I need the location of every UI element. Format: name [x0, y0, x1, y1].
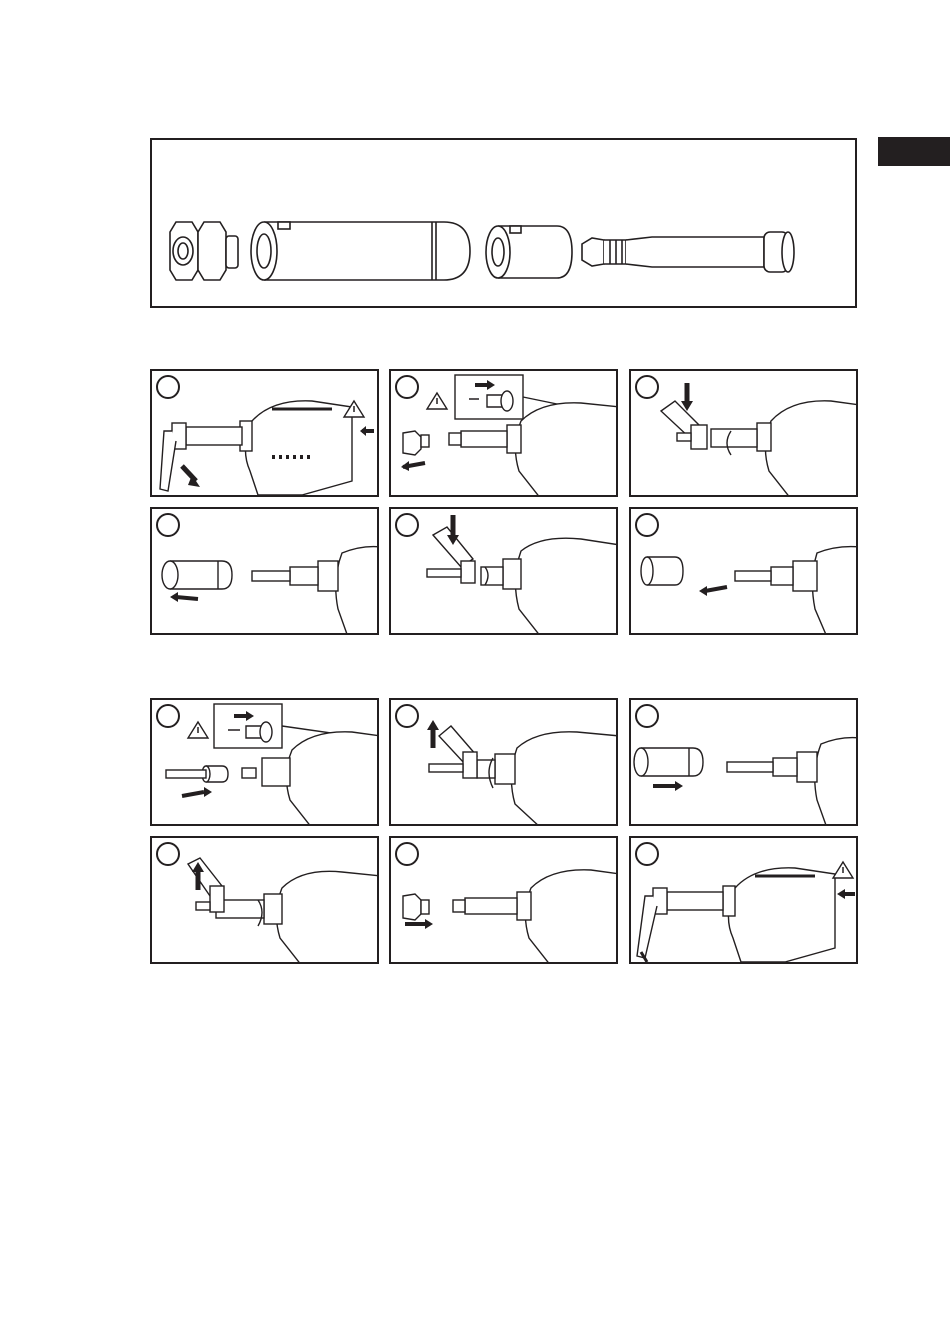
disassembly-step-2-illustration	[391, 371, 618, 497]
mandrel-part	[582, 232, 794, 272]
step-number-circle	[635, 375, 659, 399]
step-number-circle	[156, 842, 180, 866]
short-sleeve-part	[486, 226, 572, 278]
disassembly-step-6-illustration	[631, 509, 858, 635]
disassembly-step-1-illustration	[152, 371, 379, 497]
disassembly-step-3-panel	[629, 369, 858, 497]
assembly-step-5-illustration	[391, 838, 618, 964]
language-tab-marker	[878, 137, 950, 166]
assembly-step-5-panel	[389, 836, 618, 964]
step-number-circle	[395, 842, 419, 866]
step-number-circle	[635, 513, 659, 537]
step-number-circle	[395, 704, 419, 728]
assembly-step-1-panel	[150, 698, 379, 826]
warning-triangle-icon	[427, 393, 447, 409]
long-sleeve-part	[251, 222, 470, 280]
step-number-circle	[635, 704, 659, 728]
step-number-circle	[395, 375, 419, 399]
step-number-circle	[635, 842, 659, 866]
disassembly-step-6-panel	[629, 507, 858, 635]
warning-triangle-icon	[188, 722, 208, 738]
disassembly-step-5-panel	[389, 507, 618, 635]
assembly-step-2-panel	[389, 698, 618, 826]
assembly-step-2-illustration	[391, 700, 618, 826]
step-number-circle	[156, 375, 180, 399]
disassembly-step-1-panel	[150, 369, 379, 497]
disassembly-step-2-panel	[389, 369, 618, 497]
arrow-icon	[176, 597, 198, 599]
assembly-step-4-illustration	[152, 838, 379, 964]
disassembly-step-3-illustration	[631, 371, 858, 497]
disassembly-step-5-illustration	[391, 509, 618, 635]
disassembly-step-4-panel	[150, 507, 379, 635]
assembly-step-6-panel	[629, 836, 858, 964]
arrow-icon	[705, 587, 727, 591]
parts-overview-frame	[150, 138, 857, 308]
step-number-circle	[156, 513, 180, 537]
step-number-circle	[156, 704, 180, 728]
assembly-step-4-panel	[150, 836, 379, 964]
parts-overview-illustration	[152, 140, 859, 310]
assembly-step-3-panel	[629, 698, 858, 826]
step-number-circle	[395, 513, 419, 537]
assembly-step-6-illustration	[631, 838, 858, 964]
arrow-icon	[182, 792, 204, 796]
disassembly-step-4-illustration	[152, 509, 379, 635]
hex-nut-part	[170, 222, 238, 280]
assembly-step-3-illustration	[631, 700, 858, 826]
assembly-step-1-illustration	[152, 700, 379, 826]
warning-triangle-icon	[833, 862, 853, 878]
